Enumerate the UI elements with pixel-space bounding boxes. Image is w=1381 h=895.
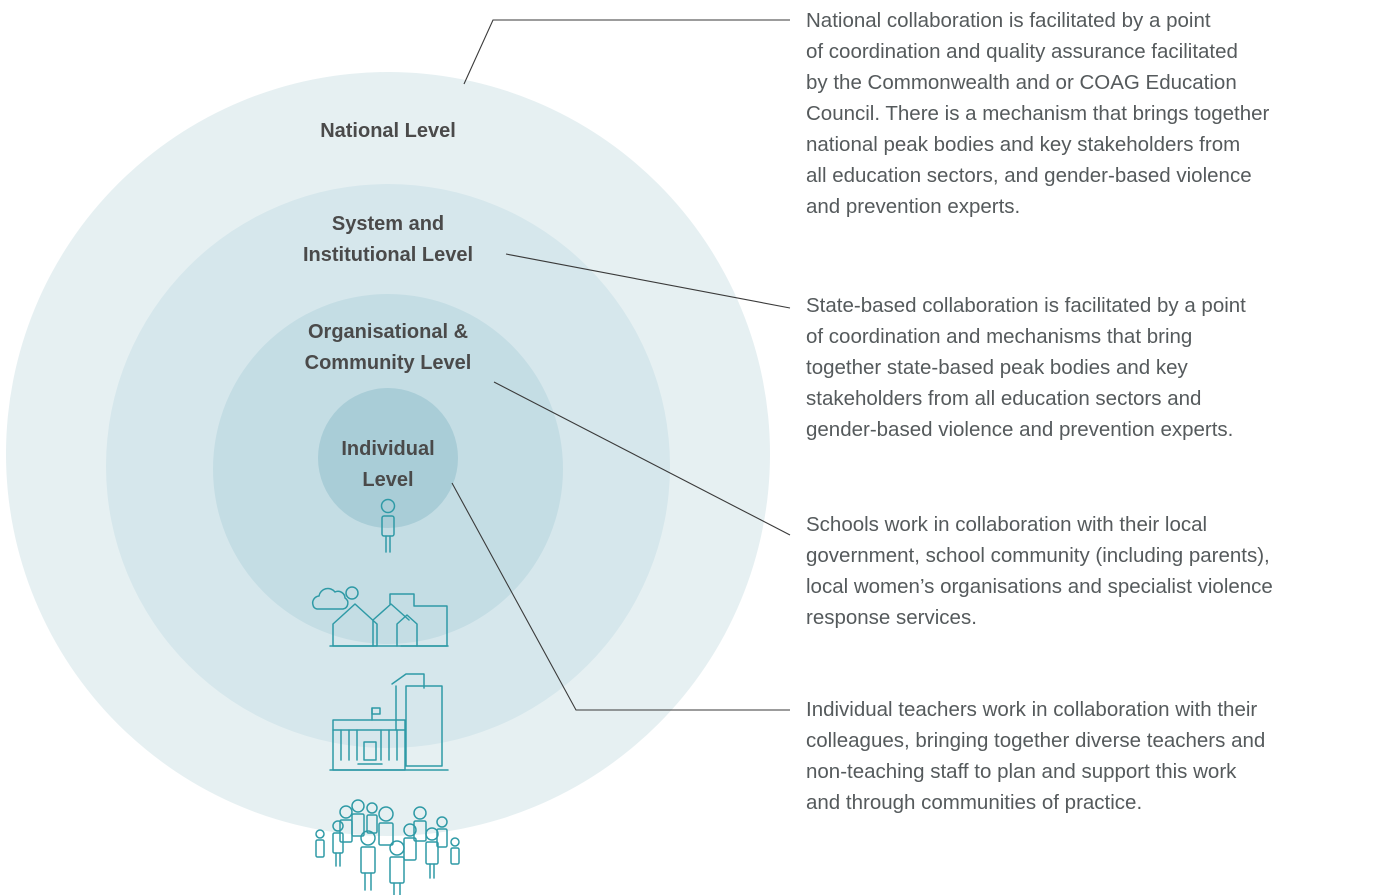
- description-line: State-based collaboration is facilitated…: [806, 294, 1246, 317]
- building-icon: [329, 673, 449, 771]
- leader-line-national: [463, 19, 790, 85]
- description-line: together state-based peak bodies and key: [806, 356, 1188, 379]
- national-collaboration-description: National collaboration is facilitated by…: [806, 5, 1366, 222]
- description-line: Schools work in collaboration with their…: [806, 513, 1208, 536]
- description-line: stakeholders from all education sectors …: [806, 387, 1202, 410]
- person-icon: [380, 498, 396, 553]
- individual-level-label-line-1: Individual: [341, 438, 435, 460]
- description-line: all education sectors, and gender-based …: [806, 164, 1252, 187]
- leader-line-organisational: [493, 381, 791, 536]
- crowd-icon: [315, 799, 460, 895]
- national-level-label: National Level: [288, 116, 488, 147]
- organisational-level-label-line-1: Organisational &: [307, 321, 469, 343]
- description-line: by the Commonwealth and or COAG Educatio…: [806, 71, 1237, 94]
- individual-level-label-line-2: Level: [362, 469, 414, 491]
- description-line: government, school community (including …: [806, 544, 1270, 567]
- state-collaboration-description: State-based collaboration is facilitated…: [806, 290, 1366, 445]
- individual-level-ring: [318, 388, 458, 528]
- organisational-level-label: Organisational & Community Level: [268, 317, 508, 379]
- national-level-label-text: National Level: [320, 120, 456, 142]
- description-line: of coordination and mechanisms that brin…: [806, 325, 1193, 348]
- individual-collaboration-description: Individual teachers work in collaboratio…: [806, 694, 1366, 818]
- description-line: and through communities of practice.: [806, 791, 1143, 814]
- description-line: Council. There is a mechanism that bring…: [806, 102, 1270, 125]
- description-line: response services.: [806, 606, 977, 629]
- houses-icon: [311, 586, 449, 647]
- description-line: of coordination and quality assurance fa…: [806, 40, 1238, 63]
- individual-level-label: Individual Level: [318, 434, 458, 496]
- description-line: local women’s organisations and speciali…: [806, 575, 1273, 598]
- description-line: Individual teachers work in collaboratio…: [806, 698, 1258, 721]
- schools-collaboration-description: Schools work in collaboration with their…: [806, 509, 1366, 633]
- leader-line-individual: [451, 482, 790, 711]
- system-level-label-line-2: Institutional Level: [302, 244, 474, 266]
- description-line: National collaboration is facilitated by…: [806, 9, 1211, 32]
- description-line: colleagues, bringing together diverse te…: [806, 729, 1266, 752]
- leader-line-system: [505, 253, 791, 309]
- system-level-label-line-1: System and: [331, 213, 445, 235]
- system-level-label: System and Institutional Level: [268, 209, 508, 271]
- description-line: gender-based violence and prevention exp…: [806, 418, 1234, 441]
- description-line: and prevention experts.: [806, 195, 1021, 218]
- organisational-level-label-line-2: Community Level: [304, 352, 472, 374]
- description-line: non-teaching staff to plan and support t…: [806, 760, 1237, 783]
- description-line: national peak bodies and key stakeholder…: [806, 133, 1241, 156]
